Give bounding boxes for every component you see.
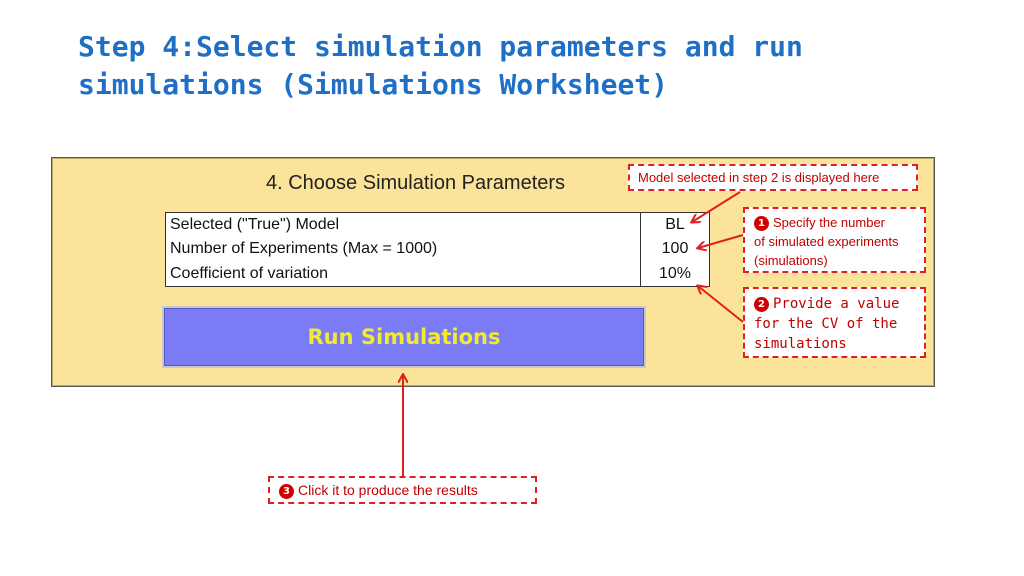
run-simulations-button[interactable]: Run Simulations bbox=[162, 306, 646, 368]
callout-line: (simulations) bbox=[754, 253, 828, 268]
callout-text: Click it to produce the results bbox=[298, 482, 478, 498]
step-number-badge: 1 bbox=[754, 216, 769, 231]
slide-title-line-1: Step 4:Select simulation parameters and … bbox=[78, 30, 803, 63]
callout-line: of simulated experiments bbox=[754, 234, 899, 249]
param-label-cv: Coefficient of variation bbox=[170, 264, 329, 282]
table-row: Selected ("True") Model BL bbox=[166, 212, 710, 238]
callout-line: 2 Provide a value bbox=[754, 294, 924, 314]
callout-number-of-experiments: 1 Specify the number of simulated experim… bbox=[743, 207, 926, 273]
parameters-table: Selected ("True") Model BL Number of Exp… bbox=[165, 212, 710, 287]
param-value-experiments[interactable]: 100 bbox=[640, 237, 710, 262]
table-row: Coefficient of variation 10% bbox=[166, 261, 710, 287]
param-label-model: Selected ("True") Model bbox=[170, 216, 340, 234]
step-number-badge: 2 bbox=[754, 297, 769, 312]
callout-text: Specify the number bbox=[773, 215, 886, 230]
slide-title: Step 4:Select simulation parameters and … bbox=[78, 28, 958, 104]
slide-title-line-2: simulations (Simulations Worksheet) bbox=[78, 68, 669, 101]
callout-line: simulations bbox=[754, 336, 847, 352]
callout-cv-value: 2 Provide a value for the CV of the simul… bbox=[743, 287, 926, 358]
callout-text: Provide a value bbox=[773, 296, 900, 312]
param-label-experiments: Number of Experiments (Max = 1000) bbox=[170, 240, 438, 258]
param-value-cv[interactable]: 10% bbox=[640, 261, 710, 287]
table-row: Number of Experiments (Max = 1000) 100 bbox=[166, 237, 710, 262]
callout-model-displayed: Model selected in step 2 is displayed he… bbox=[628, 164, 918, 191]
param-value-model: BL bbox=[640, 212, 710, 238]
step-number-badge: 3 bbox=[279, 484, 294, 499]
callout-click-run: 3 Click it to produce the results bbox=[268, 476, 537, 504]
panel-heading: 4. Choose Simulation Parameters bbox=[266, 172, 566, 194]
callout-line: for the CV of the bbox=[754, 316, 898, 332]
callout-line: 1 Specify the number bbox=[754, 213, 924, 232]
